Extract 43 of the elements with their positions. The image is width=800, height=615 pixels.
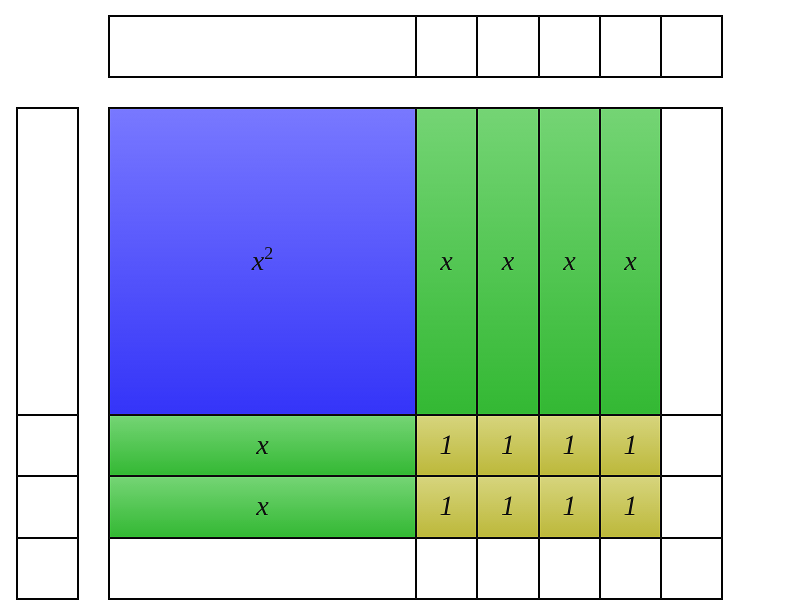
tile-label: 1: [440, 432, 454, 460]
blank-tile: [660, 537, 723, 600]
tile-label: 1: [624, 432, 638, 460]
blank-tile: [108, 15, 417, 78]
blank-tile: [415, 15, 478, 78]
blank-tile: [108, 537, 417, 600]
unit-tile: [599, 475, 662, 539]
tile-label: x$^{2}$: [252, 248, 274, 276]
unit-tile: [476, 414, 540, 477]
tile-label: 1: [562, 432, 576, 460]
unit-tile: [476, 475, 540, 539]
tile-label: 1: [562, 493, 576, 521]
x-tile: [599, 107, 662, 416]
blank-tile: [16, 107, 79, 416]
unit-tile: [415, 414, 478, 477]
tile-label: x: [624, 248, 637, 276]
blank-tile: [660, 107, 723, 416]
x-tile: [108, 414, 417, 477]
blank-tile: [16, 414, 79, 477]
unit-tile: [538, 475, 601, 539]
blank-tile: [599, 15, 662, 78]
unit-tile: [599, 414, 662, 477]
tile-label: x: [440, 248, 453, 276]
x-tile: [538, 107, 601, 416]
tile-label: x: [256, 493, 269, 521]
tile-label: 1: [501, 493, 515, 521]
tile-label: 1: [440, 493, 454, 521]
unit-tile: [415, 475, 478, 539]
tile-label: x: [502, 248, 514, 276]
blank-tile: [16, 537, 79, 600]
x-squared-tile: [108, 107, 417, 416]
blank-tile: [660, 15, 723, 78]
unit-tile: [538, 414, 601, 477]
x-tile: [476, 107, 540, 416]
blank-tile: [538, 15, 601, 78]
blank-tile: [476, 15, 540, 78]
tile-label: 1: [624, 493, 638, 521]
x-tile: [415, 107, 478, 416]
tile-label: x: [256, 432, 269, 460]
tile-label: x: [563, 248, 576, 276]
tile-label: 1: [501, 432, 515, 460]
blank-tile: [16, 475, 79, 539]
x-tile: [108, 475, 417, 539]
